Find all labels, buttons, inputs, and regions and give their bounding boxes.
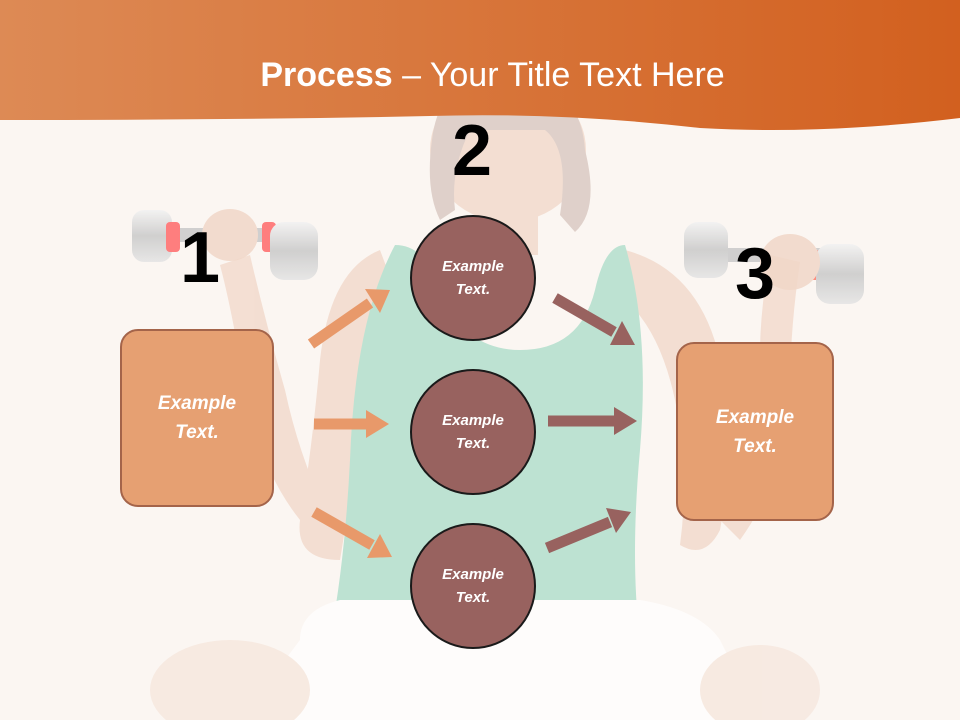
right-box-text: Example Text.	[715, 406, 795, 457]
right-box: Example Text.	[676, 342, 834, 521]
circle-1: Example Text.	[410, 215, 536, 341]
header-band	[0, 0, 960, 131]
arrow-right-bottom	[544, 508, 631, 554]
arrow-left-bottom	[311, 507, 392, 558]
circle-1-text: Example Text.	[442, 258, 504, 298]
dumbbell-right	[684, 222, 864, 304]
circle-2: Example Text.	[410, 369, 536, 495]
arrow-right-top	[552, 293, 635, 345]
arrow-left-middle	[314, 410, 389, 438]
step-number-1: 1	[179, 218, 221, 298]
left-box-text: Example Text.	[157, 393, 237, 443]
dumbbell-left	[132, 209, 318, 280]
circle-3-text: Example Text.	[442, 566, 504, 606]
title-rest-text: – Your Title Text Here	[392, 56, 725, 94]
step-number-2: 2	[451, 111, 493, 191]
circle-2-text: Example Text.	[442, 412, 504, 452]
step-number-3: 3	[734, 234, 776, 314]
arrow-left-top	[307, 289, 390, 349]
slide-title: Process – Your Title Text Here	[0, 52, 960, 98]
circle-3: Example Text.	[410, 523, 536, 649]
left-box: Example Text.	[120, 329, 274, 507]
title-bold-text: Process	[260, 56, 393, 94]
arrow-right-middle	[548, 407, 637, 435]
